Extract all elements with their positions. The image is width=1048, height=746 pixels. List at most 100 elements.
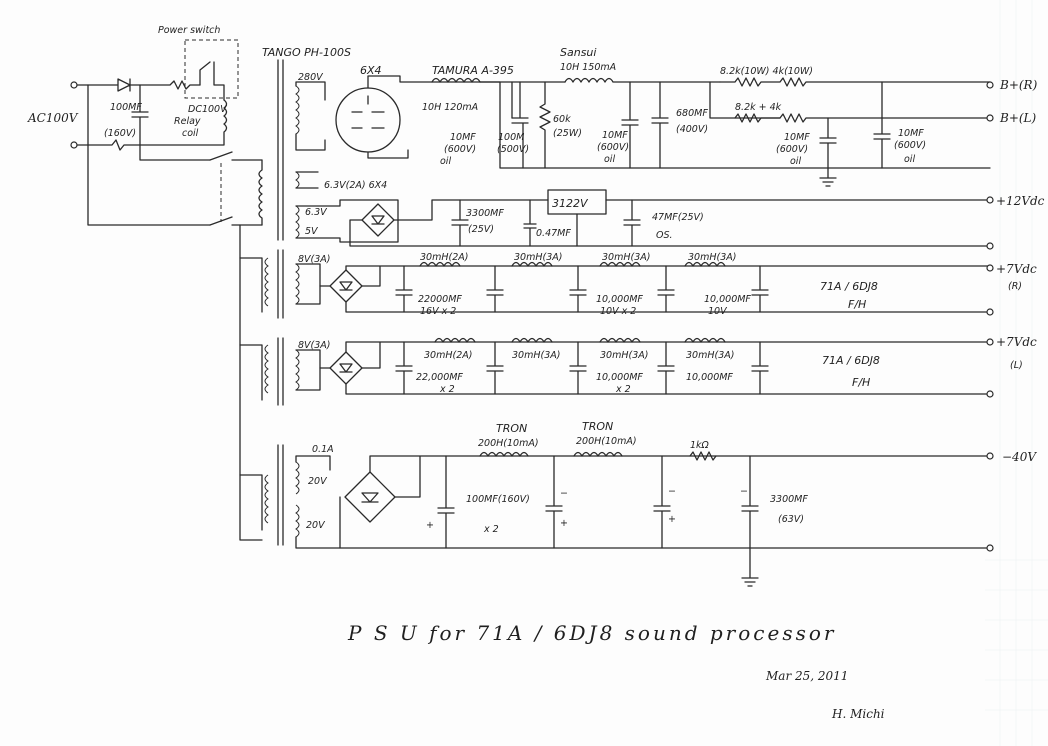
transformer-primary: TANGO PH-100S xyxy=(239,46,351,546)
v7r-load-type: F/H xyxy=(848,298,866,311)
v7r-terminal xyxy=(986,264,994,272)
b-plus-r-label: B+(R) xyxy=(999,78,1038,92)
neg40-ground-terminal xyxy=(986,544,994,552)
neg40-section: 0.1A 20V 20V TRON 200H(10mA) TRON 200H(1… xyxy=(295,420,1037,587)
c6-value: 10MF xyxy=(898,128,924,139)
c3-value: 10MF xyxy=(602,130,628,141)
v7l-cap3-value: 10,000MF xyxy=(686,372,733,383)
choke1-value: 10H 120mA xyxy=(422,102,478,113)
c5-value: 10MF xyxy=(784,132,810,143)
mains-section: Power switch AC100V 100MF (160V) DC100V … xyxy=(27,25,263,226)
v7l-ground-terminal xyxy=(986,390,994,398)
c1-type: oil xyxy=(440,156,451,167)
neg-tap-b: 20V xyxy=(306,520,326,531)
v7l-section: 8V(3A) 30mH(2A) 30mH(3A) 30mH(3A) 30mH(3… xyxy=(295,335,1037,398)
choke1-label: TAMURA A-395 xyxy=(432,64,514,77)
neg-minus-1: − xyxy=(560,488,568,499)
v7r-cap3-voltage: 10V xyxy=(708,306,728,317)
choke-tron2-value: 200H(10mA) xyxy=(576,436,637,447)
ac-voltage-label: AC100V xyxy=(27,111,79,125)
neg-plus-1: + xyxy=(426,520,434,531)
v7r-choke2: 30mH(3A) xyxy=(514,252,562,263)
heater-winding: 6.3V(2A) 6X4 xyxy=(295,171,387,191)
b-plus-l-label: B+(L) xyxy=(999,111,1037,125)
neg-minus-2: − xyxy=(668,486,676,497)
b-plus-r-terminal xyxy=(986,81,994,89)
v7r-cap2-voltage: 10V x 2 xyxy=(600,306,636,317)
v12-out-label: +12Vdc xyxy=(996,194,1045,208)
relay-coil-label: coil xyxy=(182,128,199,139)
v7l-choke1: 30mH(2A) xyxy=(424,350,472,361)
c2-value: 100M xyxy=(498,132,524,143)
v7r-out-side: (R) xyxy=(1008,281,1022,292)
v7l-load-type: F/H xyxy=(852,376,870,389)
c3-voltage: (600V) xyxy=(597,142,629,153)
choke2-value: 10H 150mA xyxy=(560,62,616,73)
choke-tron1-brand: TRON xyxy=(496,422,527,435)
neg-cap3-value: 3300MF xyxy=(770,494,808,505)
v7r-cap1-voltage: 16V x 2 xyxy=(420,306,456,317)
v7r-section: 8V(3A) 30mH(2A) 30mH(3A) 30mH(3A) 30mH(3… xyxy=(295,252,1037,317)
v12-ground-terminal xyxy=(986,242,994,250)
v7r-load-label: 71A / 6DJ8 xyxy=(820,280,878,293)
diagram-date: Mar 25, 2011 xyxy=(765,669,848,683)
hv-tap-label: 280V xyxy=(298,72,324,83)
hv-section: 280V 6X4 TAMURA A-395 10H 120mA 10MF (60… xyxy=(295,46,1038,187)
v7l-tap-label: 8V(3A) xyxy=(298,340,331,351)
v7l-choke4: 30mH(3A) xyxy=(686,350,734,361)
regulator-label: 3122V xyxy=(552,197,589,210)
v12-cap1-voltage: (25V) xyxy=(468,224,494,235)
v7r-cap1-value: 22000MF xyxy=(418,294,462,305)
neg-tap-a: 20V xyxy=(308,476,328,487)
neg40-terminal xyxy=(986,452,994,460)
choke-tron2-brand: TRON xyxy=(582,420,613,433)
ac-terminal-bottom xyxy=(70,141,78,149)
v7r-out-label: +7Vdc xyxy=(996,262,1037,276)
bleeder-wattage: (25W) xyxy=(553,128,582,139)
c3-type: oil xyxy=(604,154,615,165)
graph-paper-grid xyxy=(985,0,1048,746)
v7l-cap2-count: x 2 xyxy=(615,384,631,395)
v7l-cap2-value: 10,000MF xyxy=(596,372,643,383)
v7l-choke3: 30mH(3A) xyxy=(600,350,648,361)
relay-dc-label: DC100V xyxy=(188,104,228,115)
v7l-out-side: (L) xyxy=(1010,360,1023,371)
neg-cap1-value: 100MF(160V) xyxy=(466,494,530,505)
v12-cap2-value: 0.47MF xyxy=(536,228,571,239)
heater-label: 6.3V(2A) 6X4 xyxy=(324,180,387,191)
v12-section: 6.3V 5V 3300MF (25V) 3122V 0.47MF 47MF(2… xyxy=(295,189,1045,250)
tap-5v-label: 5V xyxy=(305,226,319,237)
v7r-cap2-value: 10,000MF xyxy=(596,294,643,305)
neg-plus-3: + xyxy=(668,514,676,525)
diagram-title: P S U for 71A / 6DJ8 sound processor xyxy=(347,621,836,645)
mains-cap-voltage-label: (160V) xyxy=(104,128,136,139)
v7l-out-label: +7Vdc xyxy=(996,335,1037,349)
v7l-load-label: 71A / 6DJ8 xyxy=(822,354,880,367)
c5-voltage: (600V) xyxy=(776,144,808,155)
neg-cap1-count: x 2 xyxy=(483,524,499,535)
c2-voltage: (500V) xyxy=(497,144,529,155)
c1-voltage: (600V) xyxy=(444,144,476,155)
v7r-choke3: 30mH(3A) xyxy=(602,252,650,263)
c1-value: 10MF xyxy=(450,132,476,143)
v12-cap3-value: 47MF(25V) xyxy=(652,212,704,223)
resistor-r-label: 8.2k(10W) 4k(10W) xyxy=(720,66,813,77)
mains-cap-label: 100MF xyxy=(110,102,142,113)
power-switch-label: Power switch xyxy=(158,25,220,36)
v7r-ground-terminal xyxy=(986,308,994,316)
neg-cap3-voltage: (63V) xyxy=(778,514,804,525)
diagram-author: H. Michi xyxy=(831,707,885,721)
choke-tron1-value: 200H(10mA) xyxy=(478,438,539,449)
v7l-cap1-value: 22,000MF xyxy=(416,372,463,383)
ac-terminal-top xyxy=(70,81,78,89)
v7r-choke1: 30mH(2A) xyxy=(420,252,468,263)
v12-cap1-value: 3300MF xyxy=(466,208,504,219)
transformer-label: TANGO PH-100S xyxy=(262,46,351,59)
b-plus-l-terminal xyxy=(986,114,994,122)
neg-minus-3: − xyxy=(740,486,748,497)
v7r-tap-label: 8V(3A) xyxy=(298,254,331,265)
choke2-label: Sansui xyxy=(560,46,596,59)
v12-terminal xyxy=(986,196,994,204)
